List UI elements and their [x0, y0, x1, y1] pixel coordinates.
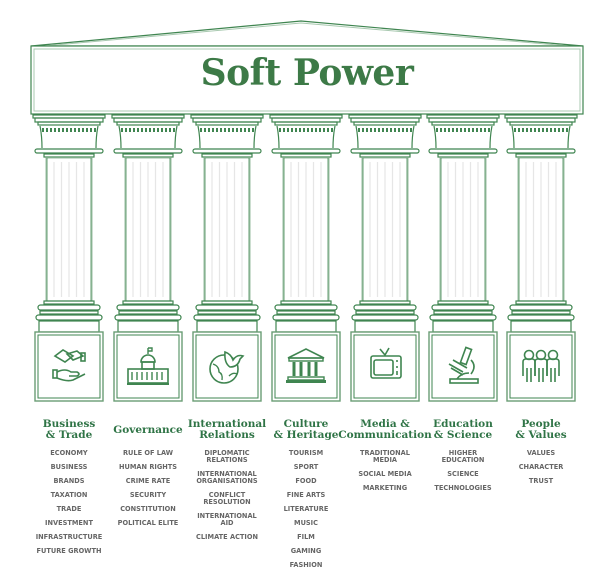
pillar-items: RULE OF LAW HUMAN RIGHTS CRIME RATE SECURIT… — [103, 450, 193, 527]
pillar-item: VALUES — [526, 449, 556, 457]
pillar-column — [426, 114, 500, 402]
capital-dentils — [436, 128, 490, 132]
globe-dove-icon — [209, 350, 245, 384]
pillar-item: TRUST — [528, 477, 554, 485]
column-base — [437, 300, 489, 305]
pillar-item: INVESTMENT — [45, 519, 93, 527]
pediment-roof — [30, 20, 584, 115]
capitol-building-icon — [127, 347, 169, 385]
microscope-icon — [448, 346, 479, 384]
handshake-money-icon — [52, 349, 86, 382]
pillar-item: INTERNATIONAL ORGANISATIONS — [196, 470, 258, 485]
pillar-heading: Culture & Heritage — [273, 418, 339, 441]
pillar-item: BUSINESS — [50, 463, 88, 471]
pedestal-box — [350, 331, 420, 402]
pillar-item: SPORT — [293, 463, 319, 471]
pillar-item: INTERNATIONAL AID — [197, 512, 257, 527]
column-base — [43, 300, 95, 305]
pillar-item: TRADE — [56, 505, 82, 513]
pillar-heading: Governance — [113, 423, 183, 436]
pillar-item: TOURISM — [288, 449, 324, 457]
pedestal-box — [506, 331, 576, 402]
pedestal-box — [113, 331, 183, 402]
capital-dentils — [358, 128, 412, 132]
entablature-box — [30, 45, 584, 115]
column-base — [280, 300, 332, 305]
capital-dentils — [121, 128, 175, 132]
capital-dentils — [42, 128, 96, 132]
pillar-item: CONFLICT RESOLUTION — [203, 491, 251, 506]
pillar-item: FILM — [297, 533, 315, 541]
people-group-icon — [522, 349, 560, 382]
pillar-item: GAMING — [290, 547, 322, 555]
pillar-heading: Education & Science — [433, 418, 493, 441]
pillar-item: MUSIC — [294, 519, 318, 527]
capital-dentils — [514, 128, 568, 132]
column-base — [122, 300, 174, 305]
pillar-item: SOCIAL MEDIA — [358, 470, 412, 478]
pillar-item: HIGHER EDUCATION — [441, 449, 485, 464]
pillar-item: BRANDS — [53, 477, 85, 485]
pillar-item: SCIENCE — [447, 470, 479, 478]
pillar-items: TRADITIONAL MEDIA SOCIAL MEDIA MARKETING — [340, 450, 430, 492]
pillar-column — [269, 114, 343, 402]
pillar-item: HUMAN RIGHTS — [118, 463, 178, 471]
pillar-item: INFRASTRUCTURE — [35, 533, 103, 541]
pillar-item: RULE OF LAW — [122, 449, 174, 457]
pillar-items: HIGHER EDUCATION SCIENCE TECHNOLOGIES — [418, 450, 508, 492]
pedestal-box — [271, 331, 341, 402]
column-base — [515, 300, 567, 305]
television-icon — [370, 347, 402, 379]
pillar-heading: Media & Communication — [338, 418, 432, 441]
capital-dentils — [200, 128, 254, 132]
pillar-item: LITERATURE — [283, 505, 329, 513]
pillar-items: DIPLOMATIC RELATIONS INTERNATIONAL ORGANI… — [182, 450, 272, 541]
pillar-item: CLIMATE ACTION — [196, 533, 258, 541]
pillar-item: POLITICAL ELITE — [117, 519, 179, 527]
pillar-item: CHARACTER — [518, 463, 564, 471]
roof-gable — [30, 20, 584, 47]
pillar-heading: International Relations — [187, 418, 267, 441]
pillar-item: FASHION — [289, 561, 323, 569]
pillar-item: MARKETING — [362, 484, 408, 492]
pedestal-box — [34, 331, 104, 402]
pillar-heading: People & Values — [515, 418, 567, 441]
pillar-items: ECONOMY BUSINESS BRANDS TAXATION TRADE INVEST… — [24, 450, 114, 555]
pillar-items: TOURISM SPORT FOOD FINE ARTS LITERATURE MUSIC… — [261, 450, 351, 569]
pillar-column — [32, 114, 106, 402]
pillar-item: TRADITIONAL MEDIA — [360, 449, 410, 464]
pillar-column — [111, 114, 185, 402]
pillar-item: SECURITY — [129, 491, 167, 499]
pedestal-box — [192, 331, 262, 402]
pillar-column — [190, 114, 264, 402]
pillar-item: DIPLOMATIC RELATIONS — [204, 449, 250, 464]
pillar-item: ECONOMY — [50, 449, 88, 457]
pillar-item: CONSTITUTION — [120, 505, 176, 513]
pillar-item: CRIME RATE — [125, 477, 171, 485]
pillar-item: TECHNOLOGIES — [434, 484, 492, 492]
column-base — [359, 300, 411, 305]
pillar-column — [348, 114, 422, 402]
pedestal-box — [428, 331, 498, 402]
page-title: Soft Power — [200, 52, 414, 94]
museum-icon — [286, 348, 326, 383]
pillar-item: TAXATION — [50, 491, 88, 499]
pillar-item: FUTURE GROWTH — [36, 547, 102, 555]
column-base — [201, 300, 253, 305]
pillar-heading: Business & Trade — [42, 418, 96, 441]
pillar-items: VALUES CHARACTER TRUST — [496, 450, 586, 485]
capital-dentils — [279, 128, 333, 132]
pillar-item: FOOD — [295, 477, 317, 485]
pillar-item: FINE ARTS — [286, 491, 326, 499]
pillar-column — [504, 114, 578, 402]
